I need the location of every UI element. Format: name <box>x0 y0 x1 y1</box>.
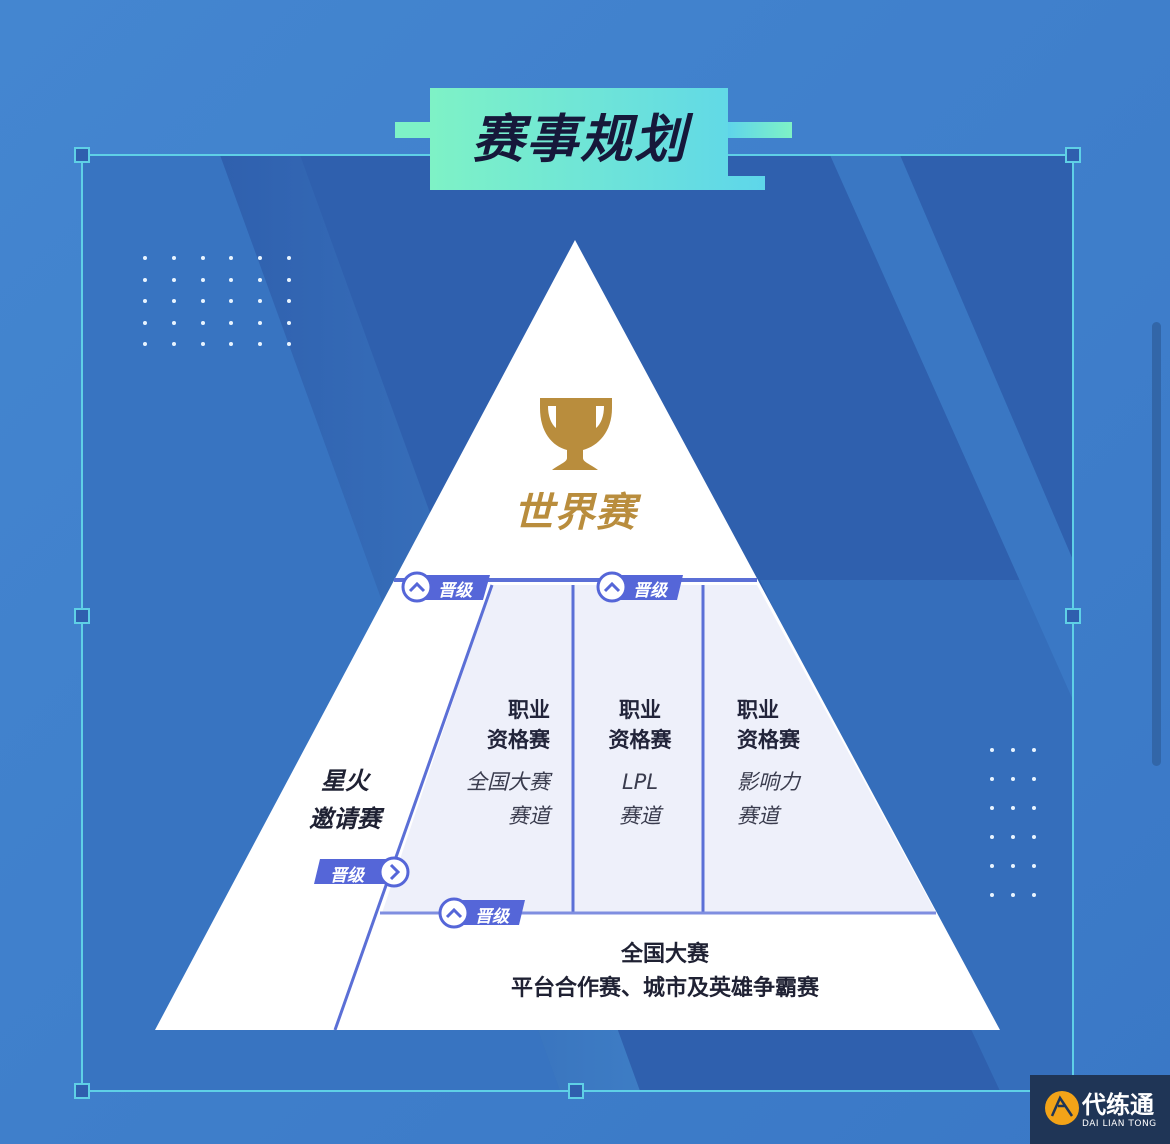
watermark-logo-icon <box>1045 1091 1079 1125</box>
spark-line1: 星火 <box>321 767 369 795</box>
watermark-sub: DAI LIAN TONG <box>1082 1119 1157 1129</box>
column-subtitle: 赛道 <box>737 804 779 828</box>
column-subtitle: 影响力 <box>737 770 800 794</box>
watermark: 代练通 DAI LIAN TONG <box>1030 1075 1170 1144</box>
column-national-track: 职业 资格赛 全国大赛 赛道 <box>450 695 550 833</box>
column-heading: 职业 <box>619 698 661 722</box>
page-title: 赛事规划 <box>471 110 688 170</box>
column-heading: 资格赛 <box>487 728 550 752</box>
spark-line2: 邀请赛 <box>309 805 381 833</box>
dot-grid-right <box>990 748 1036 897</box>
promo-tag-top-middle <box>596 571 683 603</box>
spark-invitational: 星火 邀请赛 <box>290 762 400 838</box>
watermark-main: 代练通 <box>1082 1091 1154 1119</box>
trophy-icon <box>540 398 612 470</box>
promo-tag-top-left <box>401 571 490 603</box>
column-heading: 职业 <box>508 698 550 722</box>
promo-tag-top-left-label: 晋级 <box>438 581 472 601</box>
promo-tag-bottom <box>438 897 525 929</box>
column-subtitle: 赛道 <box>508 804 550 828</box>
column-lpl-track: 职业 资格赛 LPL 赛道 <box>590 695 690 833</box>
promo-tag-left-branch <box>314 856 410 888</box>
promo-tag-top-middle-label: 晋级 <box>633 581 667 601</box>
national-competition: 全国大赛 平台合作赛、城市及英雄争霸赛 <box>430 938 900 1006</box>
column-heading: 资格赛 <box>737 728 800 752</box>
column-heading: 职业 <box>737 698 779 722</box>
column-subtitle: 赛道 <box>619 804 661 828</box>
column-subtitle: 全国大赛 <box>466 770 550 794</box>
promo-tag-bottom-label: 晋级 <box>475 907 509 927</box>
world-championship-label: 世界赛 <box>513 490 637 536</box>
column-influence-track: 职业 资格赛 影响力 赛道 <box>737 695 837 833</box>
dot-grid-left <box>143 256 291 346</box>
column-heading: 资格赛 <box>608 728 672 752</box>
bottom-line1: 全国大赛 <box>620 942 709 967</box>
vertical-scrollbar[interactable] <box>1152 322 1161 766</box>
column-subtitle: LPL <box>621 770 659 794</box>
bottom-line2: 平台合作赛、城市及英雄争霸赛 <box>510 976 819 1001</box>
promo-tag-left-branch-label: 晋级 <box>330 866 364 886</box>
